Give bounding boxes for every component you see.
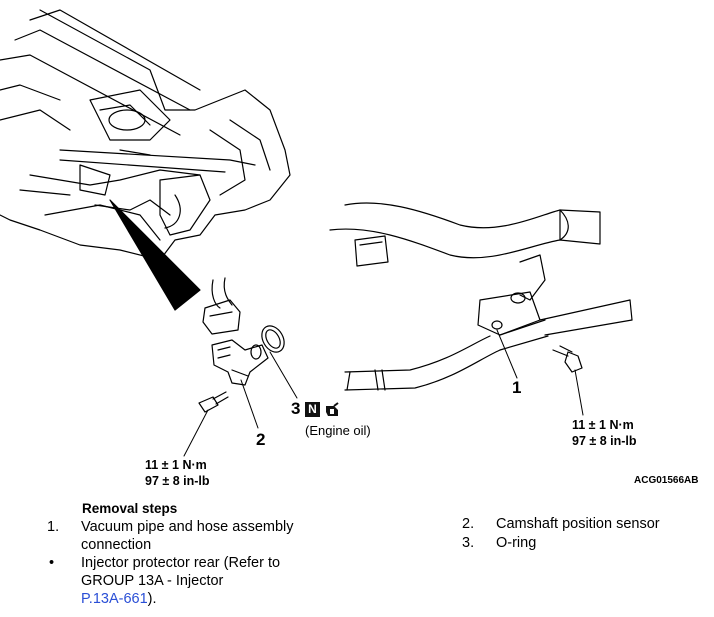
engine-oil-note: (Engine oil) bbox=[305, 423, 371, 438]
step-2: 2. Camshaft position sensor bbox=[462, 515, 702, 535]
step-2-number: 2. bbox=[462, 516, 475, 532]
view-pointer-wedge bbox=[109, 199, 201, 311]
torque-spec-right: 11 ± 1 N·m 97 ± 8 in-lb bbox=[572, 417, 637, 449]
torque-right-nm: 11 ± 1 N·m bbox=[572, 418, 634, 432]
camshaft-sensor-drawing bbox=[211, 339, 269, 386]
injector-protector-text: Injector protector rear (Refer to GROUP … bbox=[81, 554, 321, 608]
callout-2: 2 bbox=[256, 430, 266, 449]
callout-3-group: 3 N bbox=[291, 399, 342, 419]
injector-line-1: Injector protector rear (Refer to bbox=[81, 555, 281, 571]
figure-code: ACG01566AB bbox=[634, 475, 699, 486]
injector-line-3-suffix: ). bbox=[147, 591, 157, 607]
pipe-bolt-drawing bbox=[552, 345, 583, 373]
torque-spec-left: 11 ± 1 N·m 97 ± 8 in-lb bbox=[145, 457, 210, 489]
step-injector-protector: • Injector protector rear (Refer to GROU… bbox=[47, 554, 347, 614]
torque-right-inlb: 97 ± 8 in-lb bbox=[572, 434, 637, 448]
injector-line-2: GROUP 13A - Injector bbox=[81, 573, 224, 589]
bullet-marker: • bbox=[49, 555, 55, 571]
step-2-text: Camshaft position sensor bbox=[496, 516, 660, 532]
sensor-bolt-drawing bbox=[198, 391, 229, 413]
page-reference-link[interactable]: P.13A-661 bbox=[81, 591, 148, 607]
step-3-number: 3. bbox=[462, 535, 475, 551]
oil-can-icon bbox=[326, 401, 339, 416]
o-ring-drawing bbox=[261, 325, 285, 353]
connector-drawing bbox=[202, 277, 241, 335]
step-3: 3. O-ring bbox=[462, 534, 702, 554]
step-3-text: O-ring bbox=[496, 535, 537, 551]
step-1-number: 1. bbox=[47, 519, 60, 535]
removal-steps-title: Removal steps bbox=[82, 501, 178, 516]
engine-block-drawing bbox=[0, 9, 291, 261]
callout-1: 1 bbox=[512, 378, 522, 397]
exploded-view-illustration bbox=[0, 9, 633, 457]
step-1: 1. Vacuum pipe and hose assembly connect… bbox=[47, 518, 347, 556]
step-1-line-2: connection bbox=[81, 537, 152, 553]
vacuum-pipe-drawing bbox=[329, 202, 633, 391]
step-1-line-1: Vacuum pipe and hose assembly bbox=[81, 519, 294, 535]
torque-left-inlb: 97 ± 8 in-lb bbox=[145, 474, 210, 488]
step-1-text: Vacuum pipe and hose assembly connection bbox=[81, 518, 321, 554]
reassembly-mark-n: N bbox=[304, 402, 320, 418]
torque-left-nm: 11 ± 1 N·m bbox=[145, 458, 207, 472]
injector-line-3: P.13A-661). bbox=[81, 590, 321, 608]
callout-3: 3 bbox=[291, 399, 301, 418]
